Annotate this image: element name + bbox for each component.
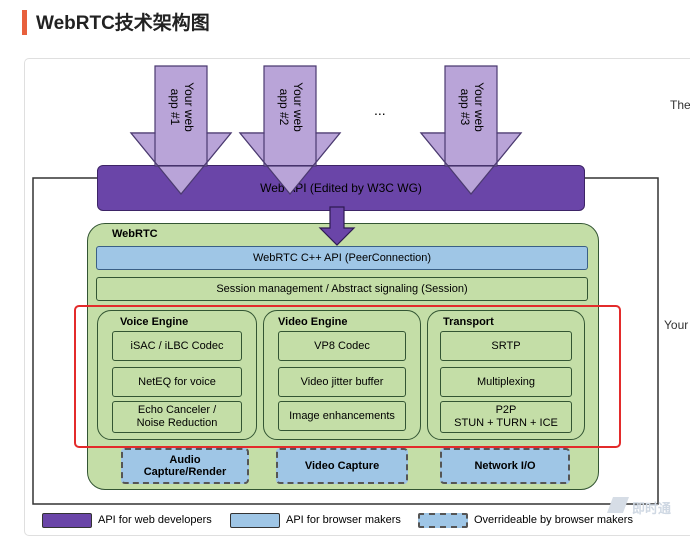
engine-item-image: Image enhancements — [278, 401, 406, 431]
engine-item-jitter: Video jitter buffer — [278, 367, 406, 397]
engine-item-echo: Echo Canceler / Noise Reduction — [112, 401, 242, 433]
diagram-frame — [24, 58, 690, 536]
session-layer: Session management / Abstract signaling … — [96, 277, 588, 301]
page-title: WebRTC技术架构图 — [36, 13, 210, 34]
engine-item-vp8: VP8 Codec — [278, 331, 406, 361]
heading-accent-bar — [22, 10, 27, 35]
legend-swatch-browser — [230, 513, 280, 528]
voice-engine-title: Voice Engine — [120, 316, 189, 328]
engine-item-multiplexing: Multiplexing — [440, 367, 572, 397]
engine-item-neteq: NetEQ for voice — [112, 367, 242, 397]
engine-item-srtp: SRTP — [440, 331, 572, 361]
engine-item-p2p: P2P STUN + TURN + ICE — [440, 401, 572, 433]
legend-label-browser: API for browser makers — [286, 514, 401, 526]
override-network: Network I/O — [440, 448, 570, 484]
engine-item-isac: iSAC / iLBC Codec — [112, 331, 242, 361]
side-text-1: The — [670, 98, 690, 112]
video-engine-title: Video Engine — [278, 316, 348, 328]
transport-title: Transport — [443, 316, 494, 328]
watermark-text: 即时通 — [632, 501, 672, 516]
legend-label-web: API for web developers — [98, 514, 212, 526]
watermark-logo-icon — [607, 497, 629, 513]
legend-swatch-override — [418, 513, 468, 528]
side-text-2: Your — [664, 318, 689, 332]
legend-swatch-web — [42, 513, 92, 528]
more-apps-ellipsis: ... — [374, 102, 386, 118]
override-video: Video Capture — [276, 448, 408, 484]
cpp-api-layer: WebRTC C++ API (PeerConnection) — [96, 246, 588, 270]
override-audio: Audio Capture/Render — [121, 448, 249, 484]
legend-label-override: Overrideable by browser makers — [474, 514, 633, 526]
highlight-box — [74, 305, 621, 448]
webrtc-title: WebRTC — [112, 228, 158, 240]
